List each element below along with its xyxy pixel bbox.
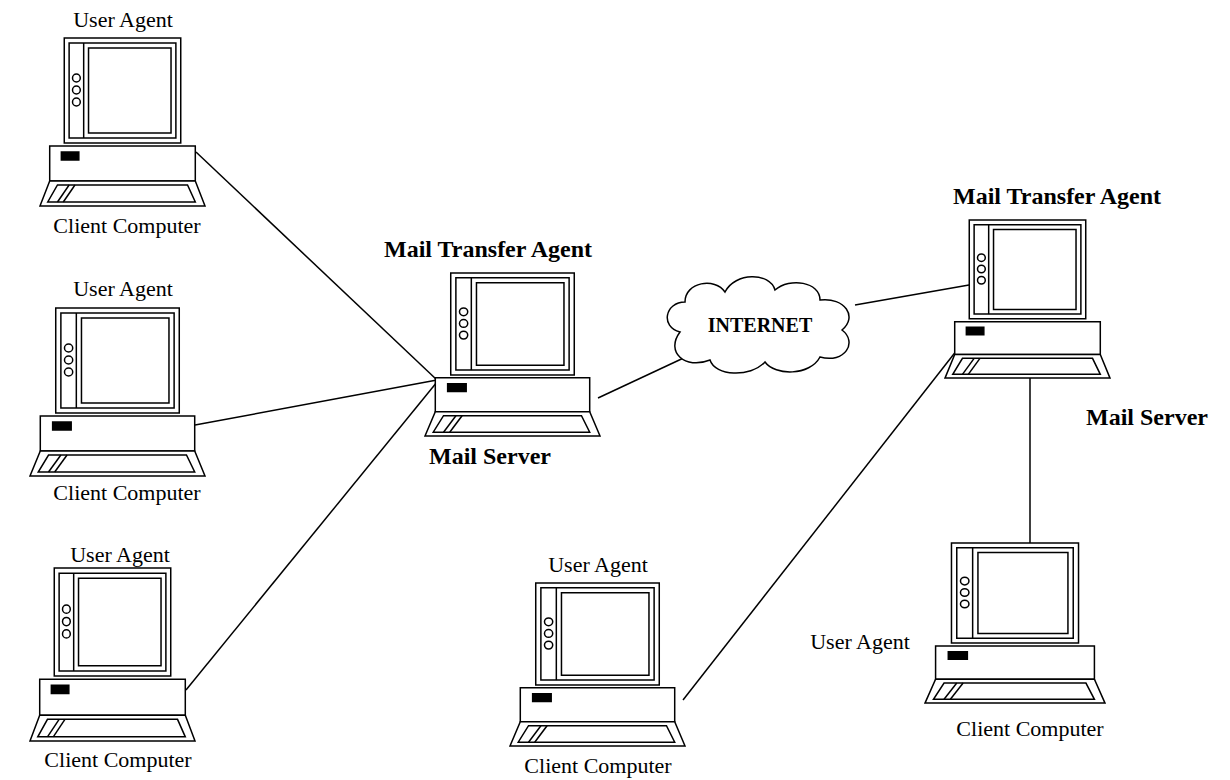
computer-node: User AgentClient Computer xyxy=(925,543,1105,705)
computer-icon xyxy=(945,220,1110,380)
machine-label: Client Computer xyxy=(954,717,1105,741)
role-label: User Agent xyxy=(808,630,912,654)
network-link xyxy=(195,380,437,425)
computer-node: User AgentClient Computer xyxy=(510,583,685,748)
network-link xyxy=(598,355,690,398)
machine-label: Client Computer xyxy=(522,754,673,778)
network-link xyxy=(186,382,437,690)
computer-icon xyxy=(425,273,600,438)
role-label: Mail Transfer Agent xyxy=(382,236,594,262)
computer-icon xyxy=(925,543,1105,705)
machine-label: Mail Server xyxy=(1084,404,1210,430)
role-label: User Agent xyxy=(546,553,650,577)
computer-node: Mail Transfer AgentMail Server xyxy=(945,220,1110,380)
computer-node: User AgentClient Computer xyxy=(30,568,195,743)
computer-icon xyxy=(30,308,205,478)
role-label: User Agent xyxy=(68,543,172,567)
network-link xyxy=(855,285,969,305)
computer-node: User AgentClient Computer xyxy=(30,308,205,478)
role-label: User Agent xyxy=(71,277,175,301)
computer-node: User AgentClient Computer xyxy=(40,38,205,208)
cloud-label: INTERNET xyxy=(708,314,812,336)
computer-icon xyxy=(30,568,195,743)
machine-label: Client Computer xyxy=(51,214,202,238)
role-label: Mail Transfer Agent xyxy=(951,183,1163,209)
computer-icon xyxy=(40,38,205,208)
network-link xyxy=(683,350,957,700)
network-link xyxy=(196,152,437,380)
computer-node: Mail Transfer AgentMail Server xyxy=(425,273,600,438)
machine-label: Client Computer xyxy=(42,748,193,772)
computer-icon xyxy=(510,583,685,748)
internet-cloud: INTERNET xyxy=(660,272,860,378)
network-link xyxy=(1030,378,1031,545)
machine-label: Mail Server xyxy=(427,443,553,469)
machine-label: Client Computer xyxy=(51,481,202,505)
role-label: User Agent xyxy=(71,8,175,32)
